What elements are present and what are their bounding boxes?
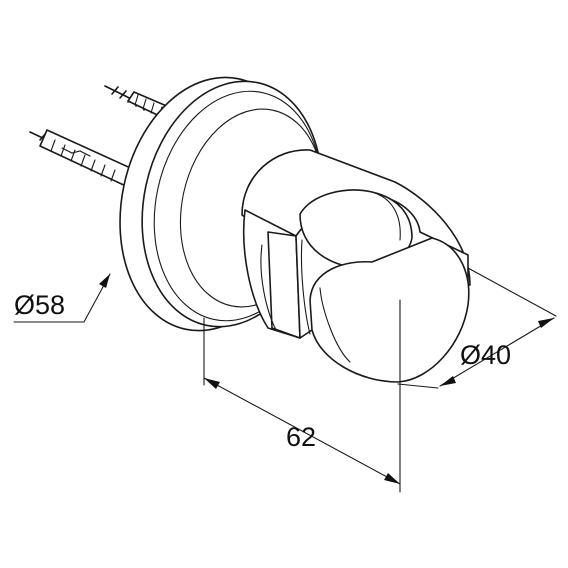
dimension-diameter-40: Ø40: [397, 267, 557, 389]
diameter-58-label: Ø58: [14, 290, 65, 320]
diameter-40-label: Ø40: [460, 340, 511, 370]
holder-body: [241, 149, 471, 383]
lower-screw: [29, 129, 136, 188]
dimension-diameter-58: Ø58: [13, 273, 111, 323]
dimension-depth-62: 62: [203, 299, 401, 493]
depth-62-label: 62: [286, 422, 316, 452]
